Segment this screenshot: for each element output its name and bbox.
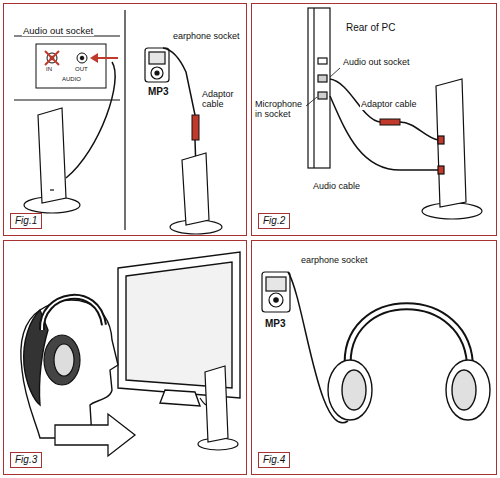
device-edge xyxy=(124,10,125,230)
adaptor-cable xyxy=(163,48,195,115)
part-label: Rear of PC xyxy=(345,22,396,33)
transmitter xyxy=(50,189,54,190)
mp3-player xyxy=(269,293,283,307)
socket-panel xyxy=(36,44,106,88)
pc-rear xyxy=(318,92,327,99)
part-label: IN xyxy=(45,66,53,73)
cross-mark xyxy=(45,51,59,65)
transmitter xyxy=(182,153,209,225)
adaptor-cable xyxy=(380,119,400,125)
mp3-player xyxy=(274,298,278,302)
insert-arrow xyxy=(90,53,118,63)
audio-cable xyxy=(330,96,440,170)
mp3-player xyxy=(151,67,163,79)
pc-rear xyxy=(318,75,327,82)
leader-line xyxy=(306,97,317,106)
transmitter xyxy=(438,166,444,174)
audio-cable xyxy=(330,96,440,170)
pc-rear xyxy=(308,8,330,168)
part-label: Audio cable xyxy=(312,182,361,192)
mp3-player xyxy=(145,48,169,82)
pc-rear xyxy=(308,8,330,168)
socket-panel xyxy=(36,44,106,88)
device-edge xyxy=(14,10,125,230)
mp3-player xyxy=(155,71,159,75)
part-label: Audio out socket xyxy=(22,26,94,36)
headphones xyxy=(328,306,490,420)
headphones xyxy=(342,370,366,410)
mp3-player xyxy=(266,277,286,291)
part-label: MP3 xyxy=(264,318,287,329)
figure-panel: Fig.4 xyxy=(251,240,497,475)
headphones xyxy=(42,297,104,330)
cross-mark xyxy=(45,51,59,65)
part-label: earphone socket xyxy=(172,32,241,42)
part-label: MP3 xyxy=(147,86,170,97)
monitor xyxy=(160,390,200,406)
headphones xyxy=(328,360,372,420)
headphones xyxy=(446,360,490,420)
pc-rear xyxy=(313,8,314,168)
mp3-player xyxy=(262,272,290,312)
part-label: OUT xyxy=(74,66,89,73)
figure-number: Fig.2 xyxy=(258,213,290,229)
headphones xyxy=(348,306,470,370)
adaptor-cable xyxy=(400,122,438,140)
figure-number: Fig.3 xyxy=(10,452,42,468)
transmitter xyxy=(436,79,466,207)
headphones xyxy=(44,335,80,385)
device-edge xyxy=(14,36,120,100)
transmitter xyxy=(205,366,228,442)
part-label: Audio out socket xyxy=(342,58,411,68)
insert-arrow xyxy=(96,57,118,59)
transmitter xyxy=(24,108,80,213)
part-label: Adaptor cable xyxy=(360,100,418,110)
leader-line xyxy=(306,68,340,106)
figure-number: Fig.1 xyxy=(10,213,42,229)
socket-panel xyxy=(77,53,87,63)
headphones xyxy=(42,297,104,330)
transmitter xyxy=(422,79,482,219)
transmitter xyxy=(170,153,222,234)
direction-arrow xyxy=(55,414,135,456)
headphones xyxy=(348,306,470,370)
part-label: Microphone in socket xyxy=(254,100,306,120)
part-label: Adaptor cable xyxy=(201,90,243,110)
transmitter xyxy=(198,366,238,450)
mp3-player xyxy=(145,48,169,82)
pc-rear xyxy=(318,58,327,64)
figure-number: Fig.4 xyxy=(258,452,290,468)
insert-arrow xyxy=(90,53,98,63)
part-label: earphone socket xyxy=(300,256,369,266)
transmitter xyxy=(38,108,66,203)
part-label: AUDIO xyxy=(61,76,82,83)
leader-line xyxy=(330,68,340,77)
mp3-player xyxy=(149,52,165,64)
direction-arrow xyxy=(55,414,135,456)
headphones xyxy=(452,370,476,410)
adaptor-cable xyxy=(192,115,199,140)
headphones xyxy=(54,344,74,376)
adaptor-cable xyxy=(163,48,199,170)
mp3-player xyxy=(262,272,290,312)
socket-panel xyxy=(80,56,84,60)
transmitter xyxy=(422,203,482,219)
figure-panel: Fig.3 xyxy=(3,240,247,475)
transmitter xyxy=(438,136,444,144)
headphones xyxy=(42,297,104,385)
